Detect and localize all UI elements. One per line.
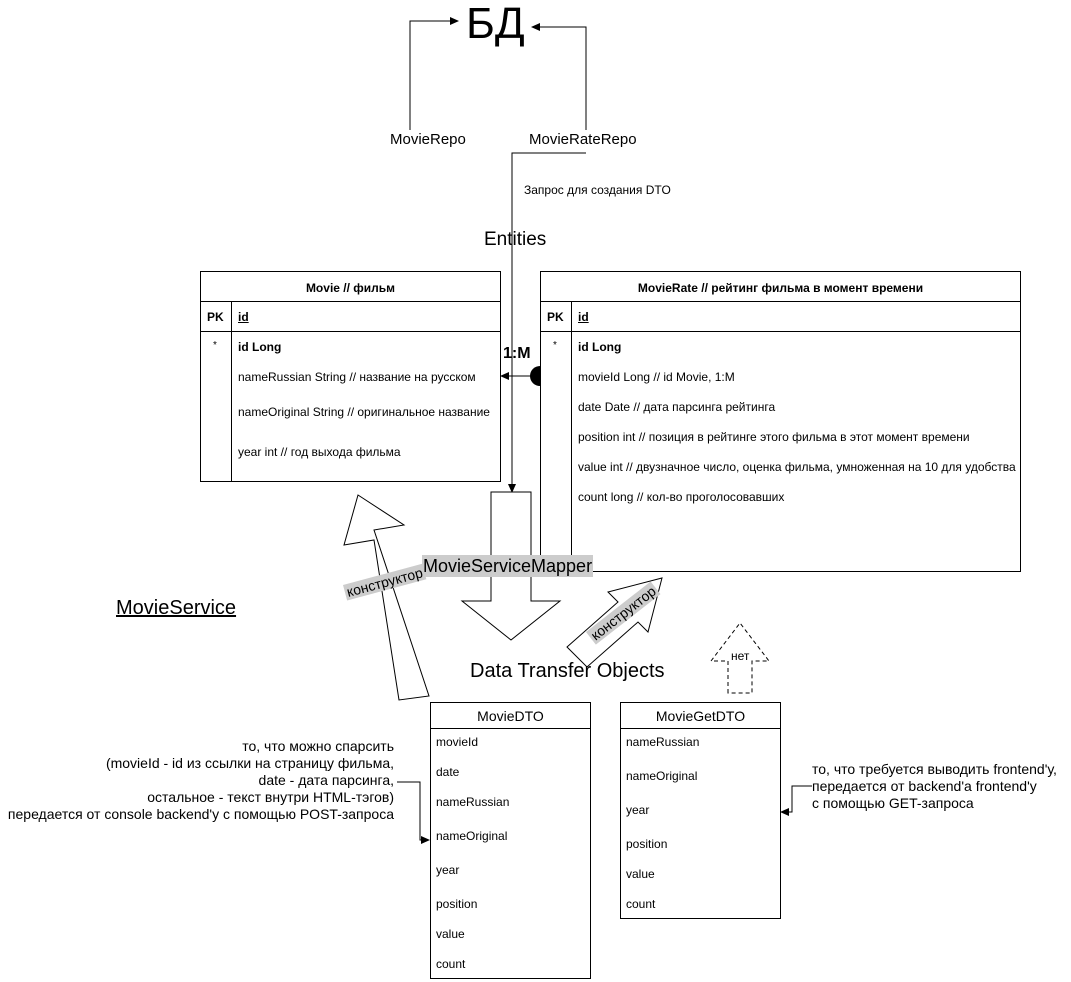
movie-dto-field-movie-id: movieId	[436, 735, 479, 749]
movie-pk-label: PK	[207, 310, 224, 324]
note-left-line: остальное - текст внутри HTML-тэгов)	[147, 789, 394, 805]
query-note: Запрос для создания DTO	[524, 183, 671, 197]
note-right-line: передается от backend'a frontend'у	[812, 778, 1037, 794]
entities-title: Entities	[484, 229, 547, 250]
note-right: то, что требуется выводить frontend'у, п…	[812, 761, 1057, 812]
movie-pk-field: id	[238, 310, 249, 324]
movie-dto-title: MovieDTO	[477, 708, 544, 724]
movie-get-dto-field-position: position	[626, 837, 668, 851]
note-left-line: date - дата парсинга,	[258, 772, 394, 788]
movie-get-dto-field-year: year	[626, 803, 650, 817]
mapper-label: MovieServiceMapper	[422, 555, 594, 577]
movie-dto-divider	[431, 728, 590, 729]
movie-get-dto-field-value: value	[626, 867, 655, 881]
movie-dto-field-name-original: nameOriginal	[436, 829, 508, 843]
movierate-field-position: position int // позиция в рейтинге этого…	[578, 430, 970, 444]
movie-dto-field-count: count	[436, 957, 466, 971]
dto-title: Data Transfer Objects	[470, 660, 665, 682]
movie-rate-repo-label: MovieRateRepo	[529, 131, 637, 148]
movierate-entity-divider	[541, 301, 1020, 302]
movierate-entity-divider	[541, 331, 1020, 332]
movierate-field-movie-id: movieId Long // id Movie, 1:M	[578, 370, 735, 384]
movie-dto-table: MovieDTO movieId date nameRussian nameOr…	[430, 702, 591, 979]
note-left-connector	[397, 781, 430, 844]
movierate-key-marker: *	[553, 340, 557, 351]
movie-dto-field-position: position	[436, 897, 478, 911]
movie-get-dto-title: MovieGetDTO	[655, 708, 746, 724]
movierate-id-field: id Long	[578, 340, 622, 354]
movie-entity-divider	[201, 331, 500, 332]
note-left-line: (movieId - id из ссылки на страницу филь…	[105, 755, 394, 771]
movierate-pk-label: PK	[547, 310, 564, 324]
movie-get-dto-divider	[621, 728, 780, 729]
note-left-line: передается от console backend'у с помощь…	[7, 806, 394, 822]
movie-field-name-russian: nameRussian String // название на русско…	[238, 370, 476, 384]
movie-dto-field-date: date	[436, 765, 460, 779]
movie-dto-field-year: year	[436, 863, 460, 877]
movie-id-field: id Long	[238, 340, 282, 354]
movie-entity-table: Movie // фильм PK id * id Long nameRussi…	[200, 271, 501, 482]
movierate-entity-title: MovieRate // рейтинг фильма в момент вре…	[637, 281, 924, 295]
movie-entity-title: Movie // фильм	[305, 281, 396, 295]
movie-entity-key-column	[231, 301, 232, 481]
note-right-connector	[780, 785, 812, 816]
movie-field-name-original: nameOriginal String // оригинальное назв…	[238, 405, 490, 419]
no-label: нет	[731, 649, 750, 663]
movie-service-label: MovieService	[116, 597, 237, 619]
db-label: БД	[466, 0, 525, 48]
no-arrow-dashed	[709, 622, 771, 694]
movie-entity-divider	[201, 301, 500, 302]
movierate-entity-key-column	[571, 301, 572, 571]
movie-dto-field-name-russian: nameRussian	[436, 795, 510, 809]
movieraterepo-to-db-arrow	[531, 23, 587, 130]
note-right-line: с помощью GET-запроса	[812, 795, 974, 811]
movierate-field-count: count long // кол-во проголосовавших	[578, 490, 785, 504]
constructor-arrow-left	[343, 494, 430, 701]
note-left: то, что можно спарсить (movieId - id из …	[8, 738, 394, 823]
note-left-line: то, что можно спарсить	[242, 738, 394, 754]
movie-get-dto-field-name-russian: nameRussian	[626, 735, 700, 749]
movierate-field-value: value int // двузначное число, оценка фи…	[578, 460, 1016, 474]
movierepo-to-db-arrow	[409, 17, 459, 130]
query-to-mapper-arrow	[508, 152, 586, 493]
note-right-line: то, что требуется выводить frontend'у,	[812, 761, 1057, 777]
movie-key-marker: *	[213, 340, 217, 351]
movie-dto-field-value: value	[436, 927, 465, 941]
relation-label: 1:M	[503, 345, 531, 362]
movie-get-dto-field-name-original: nameOriginal	[626, 769, 698, 783]
movierate-pk-field: id	[578, 310, 589, 324]
movierate-entity-table: MovieRate // рейтинг фильма в момент вре…	[540, 271, 1021, 572]
movie-get-dto-table: MovieGetDTO nameRussian nameOriginal yea…	[620, 702, 781, 919]
movie-field-year: year int // год выхода фильма	[238, 445, 401, 459]
movie-repo-label: MovieRepo	[390, 131, 466, 148]
movie-get-dto-field-count: count	[626, 897, 656, 911]
movierate-field-date: date Date // дата парсинга рейтинга	[578, 400, 776, 414]
